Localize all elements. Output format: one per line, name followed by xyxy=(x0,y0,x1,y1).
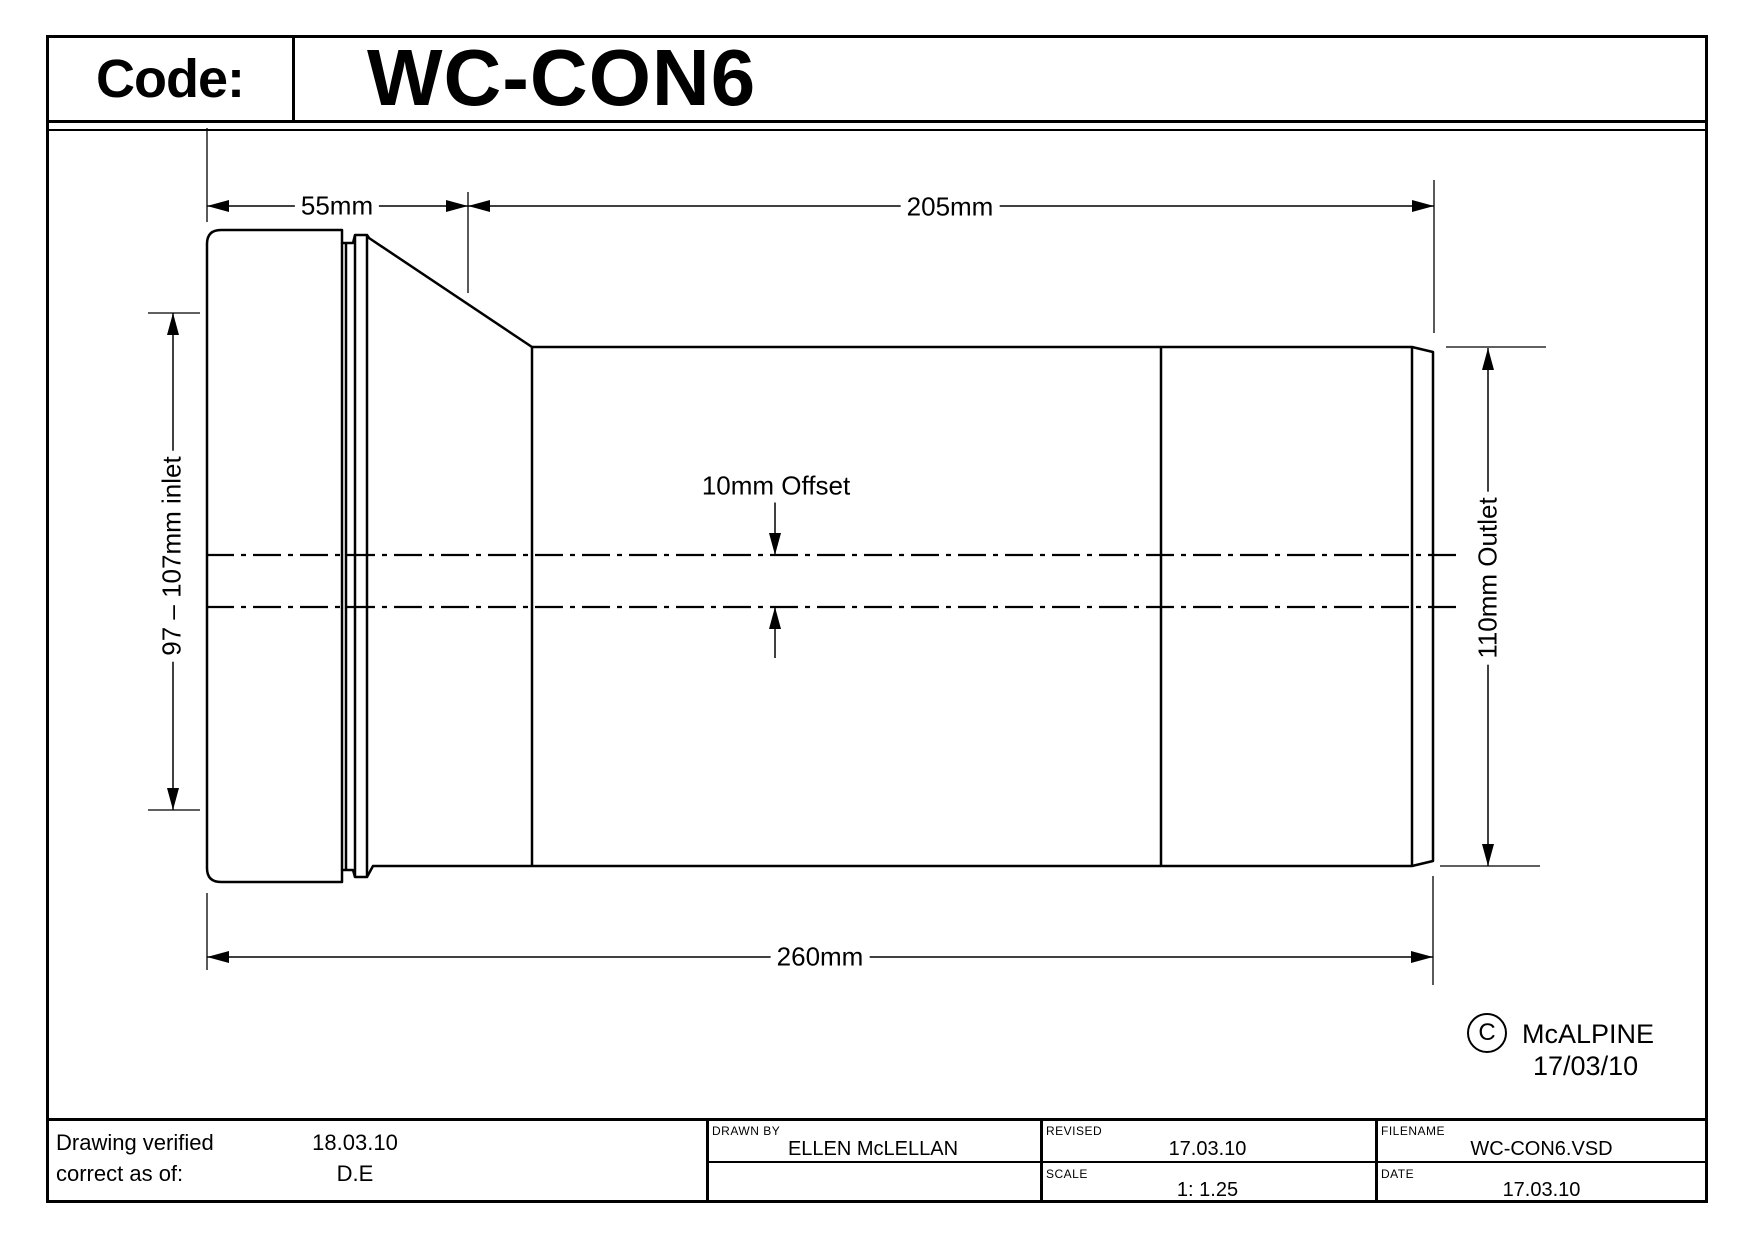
dim-205mm: 205mm xyxy=(900,190,1000,224)
copyright-name: McALPINE xyxy=(1522,1019,1655,1049)
verified-label: Drawing verified correct as of: xyxy=(56,1127,214,1189)
dim-outlet: 110mm Outlet xyxy=(1471,491,1505,665)
copyright-date: 17/03/10 xyxy=(1533,1051,1639,1081)
revised-value: 17.03.10 xyxy=(1168,1138,1247,1160)
extension-lines xyxy=(148,128,1546,985)
verified-initials: D.E xyxy=(336,1161,374,1186)
titleblock-divider-3 xyxy=(1375,1118,1378,1203)
scale-label: SCALE xyxy=(1046,1167,1088,1181)
filename-label: FILENAME xyxy=(1381,1124,1446,1138)
verified-value: 18.03.10 D.E xyxy=(255,1127,455,1189)
verified-label-line2: correct as of: xyxy=(56,1161,184,1186)
sheet-border xyxy=(46,35,1708,1203)
pipe-profile xyxy=(205,228,1435,884)
verified-label-line1: Drawing verified xyxy=(56,1130,214,1155)
dim-inlet: 97 – 107mm inlet xyxy=(155,450,189,662)
header-bottom-line xyxy=(46,120,1708,123)
page-title: WC-CON6 xyxy=(367,33,757,122)
dim-55mm: 55mm xyxy=(294,189,380,223)
verified-date: 18.03.10 xyxy=(312,1130,398,1155)
header-bottom-line-2 xyxy=(46,129,1708,131)
copyright-icon: C xyxy=(1467,1013,1507,1053)
titleblock-mid-line xyxy=(706,1161,1708,1163)
dimension-arrowheads xyxy=(167,200,1494,963)
code-label: Code: xyxy=(96,49,245,109)
filename-value: WC-CON6.VSD xyxy=(1470,1138,1613,1160)
titleblock-divider-2 xyxy=(1040,1118,1043,1203)
date-value: 17.03.10 xyxy=(1502,1179,1581,1201)
date-label: DATE xyxy=(1381,1167,1415,1181)
revised-label: REVISED xyxy=(1046,1124,1103,1138)
titleblock-divider-1 xyxy=(706,1118,709,1203)
header-divider xyxy=(292,35,295,123)
scale-value: 1: 1.25 xyxy=(1176,1179,1239,1201)
drawn-by-label: DRAWN BY xyxy=(712,1124,781,1138)
dim-offset: 10mm Offset xyxy=(695,469,857,503)
drawn-by-value: ELLEN McLELLAN xyxy=(787,1138,959,1160)
dim-260mm: 260mm xyxy=(770,940,870,974)
titleblock-top-line xyxy=(46,1118,1708,1121)
dimension-lines xyxy=(172,205,1489,958)
